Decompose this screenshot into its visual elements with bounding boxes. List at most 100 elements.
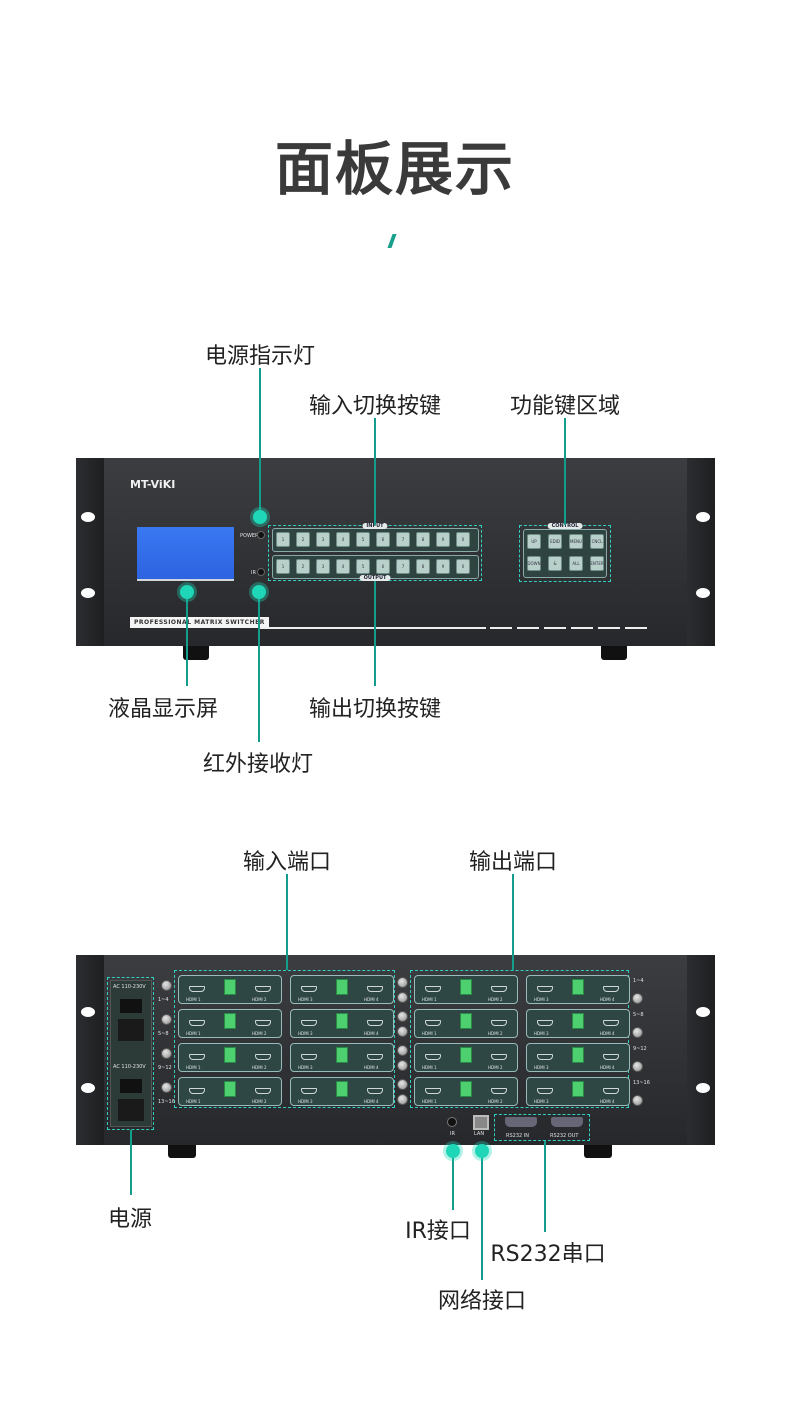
audio-terminal — [572, 979, 584, 995]
audio-terminal — [224, 1047, 236, 1063]
control-button-up[interactable]: UP — [527, 534, 541, 549]
input-button-4[interactable]: 4 — [336, 532, 350, 547]
output-card: HDMI 1 HDMI 2 — [414, 1043, 518, 1072]
group-label-input: 1~4 — [158, 997, 169, 1003]
output-button-9[interactable]: 9 — [436, 559, 450, 574]
input-button-5[interactable]: 5 — [356, 532, 370, 547]
rs232-out-port — [551, 1117, 583, 1127]
hdmi-port — [189, 1088, 205, 1094]
rack-ear-left — [76, 458, 104, 646]
output-button-3[interactable]: 3 — [316, 559, 330, 574]
output-button-8[interactable]: 8 — [416, 559, 430, 574]
input-button-1[interactable]: 1 — [276, 532, 290, 547]
power-label: POWER — [240, 533, 259, 539]
hdmi-label: HDMI 4 — [364, 997, 379, 1002]
hdmi-label: HDMI 2 — [488, 1065, 503, 1070]
input-button-8[interactable]: 8 — [416, 532, 430, 547]
mount-hole — [81, 588, 95, 598]
power-module: AC 110-230V AC 110-230V — [110, 980, 152, 1127]
group-label-input: 13~16 — [158, 1099, 175, 1105]
hdmi-port — [537, 986, 553, 992]
callout-ir-port: IR接口 — [405, 1219, 471, 1244]
callout-line — [374, 418, 376, 525]
ir-label: IR — [251, 570, 256, 576]
control-button-menu[interactable]: MENU — [569, 534, 583, 549]
input-button-6[interactable]: 6 — [376, 532, 390, 547]
control-button-cncl[interactable]: CNCL — [590, 534, 604, 549]
mount-hole — [696, 512, 710, 522]
input-button-9[interactable]: 9 — [436, 532, 450, 547]
output-button-1[interactable]: 1 — [276, 559, 290, 574]
power-switch[interactable] — [120, 1079, 142, 1093]
control-button-edid[interactable]: EDID — [548, 534, 562, 549]
output-button-5[interactable]: 5 — [356, 559, 370, 574]
group-label-input: 9~12 — [158, 1065, 172, 1071]
callout-line — [481, 1151, 483, 1280]
control-tag: CONTROL — [547, 523, 583, 529]
hdmi-label: HDMI 4 — [364, 1099, 379, 1104]
foot — [584, 1144, 612, 1158]
ir-port — [447, 1117, 457, 1127]
hdmi-label: HDMI 4 — [600, 997, 615, 1002]
hdmi-label: HDMI 1 — [186, 1099, 201, 1104]
callout-rs232: RS232串口 — [490, 1242, 606, 1267]
callout-line — [258, 592, 260, 742]
hdmi-label: HDMI 3 — [298, 1065, 313, 1070]
control-button-all[interactable]: ALL — [569, 556, 583, 571]
knob — [397, 992, 408, 1003]
callout-input-keys: 输入切换按键 — [308, 394, 442, 419]
control-button-down[interactable]: DOWN — [527, 556, 541, 571]
input-button-3[interactable]: 3 — [316, 532, 330, 547]
hdmi-label: HDMI 3 — [298, 1099, 313, 1104]
hdmi-port — [537, 1054, 553, 1060]
hdmi-port — [603, 1088, 619, 1094]
brand-logo: MT-ViKI — [130, 478, 176, 491]
callout-output-ports: 输出端口 — [468, 850, 558, 875]
control-button-and[interactable]: & — [548, 556, 562, 571]
hdmi-port — [425, 1054, 441, 1060]
audio-terminal — [460, 979, 472, 995]
output-button-0[interactable]: 0 — [456, 559, 470, 574]
callout-line — [186, 592, 188, 686]
control-button-enter[interactable]: ENTER — [590, 556, 604, 571]
hdmi-port — [255, 1020, 271, 1026]
hdmi-port — [537, 1088, 553, 1094]
hdmi-port — [603, 1020, 619, 1026]
callout-function-keys: 功能键区域 — [509, 394, 621, 419]
mount-hole — [696, 1007, 710, 1017]
audio-terminal — [572, 1081, 584, 1097]
input-button-2[interactable]: 2 — [296, 532, 310, 547]
audio-terminal — [460, 1081, 472, 1097]
group-label-output: 13~16 — [633, 1080, 650, 1086]
hdmi-port — [255, 1088, 271, 1094]
output-button-6[interactable]: 6 — [376, 559, 390, 574]
hdmi-label: HDMI 1 — [422, 1065, 437, 1070]
hdmi-label: HDMI 2 — [252, 1031, 267, 1036]
hdmi-label: HDMI 2 — [488, 1031, 503, 1036]
hdmi-port — [491, 1020, 507, 1026]
output-button-7[interactable]: 7 — [396, 559, 410, 574]
rs232-in-port — [505, 1117, 537, 1127]
hdmi-port — [603, 986, 619, 992]
mount-hole — [81, 512, 95, 522]
output-button-2[interactable]: 2 — [296, 559, 310, 574]
output-button-4[interactable]: 4 — [336, 559, 350, 574]
accent-slash — [387, 234, 397, 248]
hdmi-label: HDMI 3 — [534, 1031, 549, 1036]
input-button-0[interactable]: 0 — [456, 532, 470, 547]
input-button-7[interactable]: 7 — [396, 532, 410, 547]
callout-line — [512, 874, 514, 970]
power-socket — [118, 1099, 144, 1121]
output-tag: OUTPUT — [359, 575, 391, 581]
power-switch[interactable] — [120, 999, 142, 1013]
hdmi-port — [301, 1020, 317, 1026]
